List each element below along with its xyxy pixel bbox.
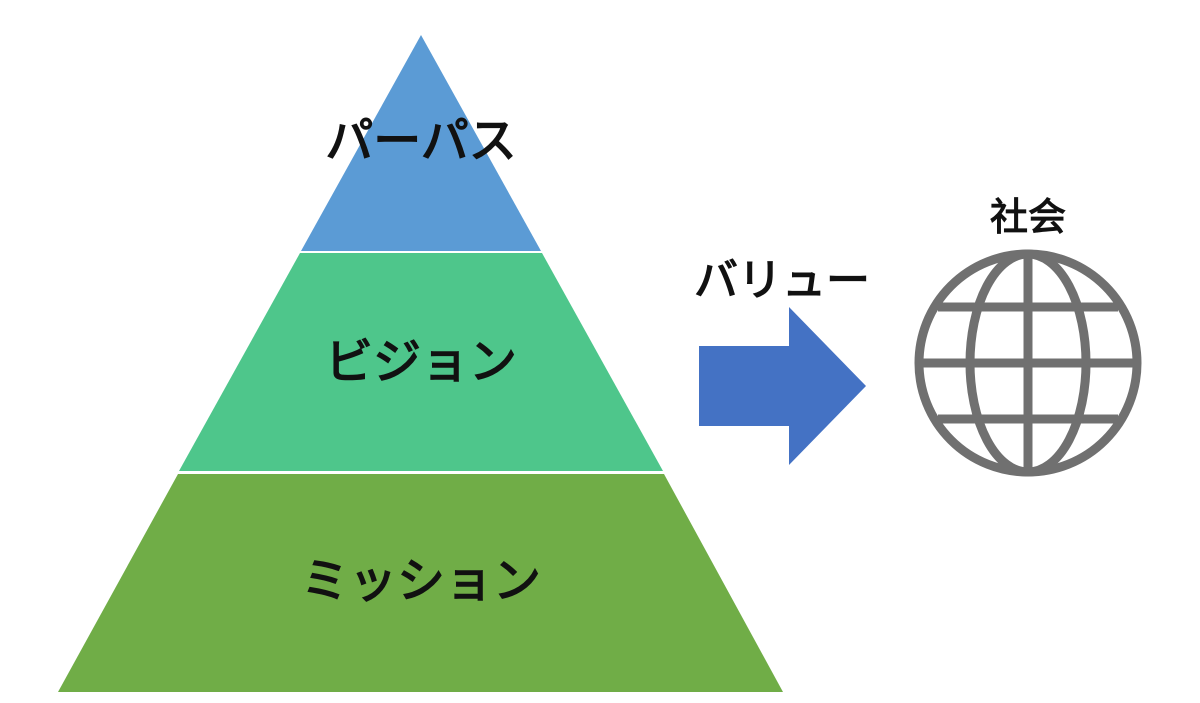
value-arrow: バリュー: [694, 255, 870, 465]
globe-icon: [914, 249, 1142, 477]
globe-label: 社会: [990, 195, 1066, 239]
society-globe: 社会: [914, 195, 1142, 477]
pyramid: パーパス ビジョン ミッション: [58, 35, 783, 692]
right-arrow-icon: [699, 307, 866, 465]
pyramid-bottom-label: ミッション: [301, 553, 541, 609]
arrow-label: バリュー: [694, 255, 870, 306]
pyramid-top-segment: [301, 35, 541, 251]
pyramid-top-label: パーパス: [325, 113, 517, 169]
pyramid-bottom-segment: [58, 474, 783, 692]
pyramid-middle-label: ビジョン: [325, 334, 517, 390]
pyramid-middle-segment: [179, 253, 663, 471]
